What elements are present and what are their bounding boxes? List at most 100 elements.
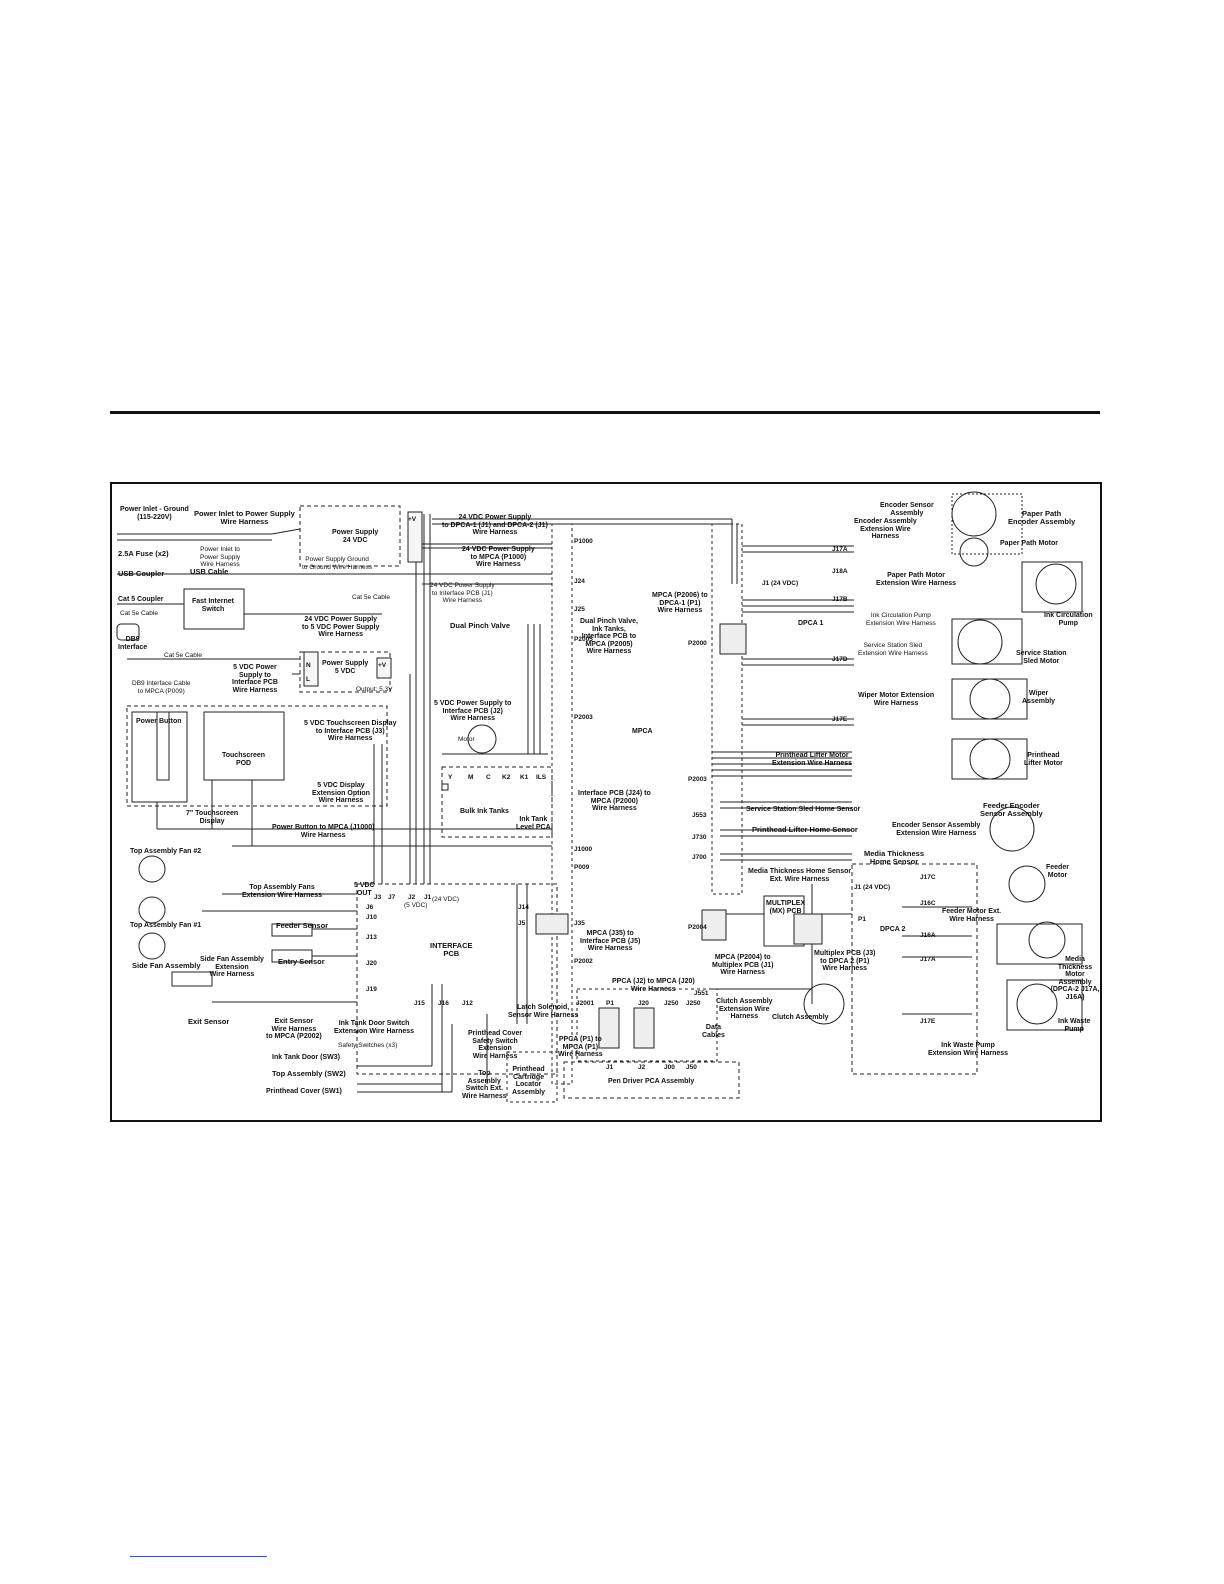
conn-j553: J553 <box>692 812 707 819</box>
label-iface-to-mpca: Interface PCB (J24) to MPCA (P2000) Wire… <box>578 790 651 812</box>
conn-j17d: J17D <box>832 656 848 663</box>
conn-j17b: J17B <box>832 596 848 603</box>
conn-j1: J1 <box>424 894 432 901</box>
label-top-fans-harness: Top Assembly Fans Extension Wire Harness <box>242 884 323 899</box>
touch-region <box>126 705 388 807</box>
label-multiplex-dpca2: Multiplex PCB (J3) to DPCA 2 (P1) Wire H… <box>814 950 876 972</box>
conn-j17c: J17C <box>920 874 936 881</box>
conn-tank-m: M <box>468 774 474 781</box>
label-service-sled-motor: Service Station Sled Motor <box>1016 650 1067 665</box>
interface-pcb-region <box>356 883 558 1075</box>
label-ps5-to-iface: 5 VDC Power Supply to Interface PCB Wire… <box>232 664 278 694</box>
label-exit-sensor-harness: Exit Sensor Wire Harness to MPCA (P2002) <box>266 1018 322 1040</box>
conn-j15: J15 <box>414 1000 425 1007</box>
label-dual-pinch-valve: Dual Pinch Valve <box>450 621 511 630</box>
label-pinch-harness: Dual Pinch Valve, Ink Tanks, Interface P… <box>580 618 638 655</box>
label-printhead-home-sensor: Printhead Lifter Home Sensor <box>752 825 858 834</box>
label-data-cables: Data Cables <box>702 1024 725 1039</box>
label-top-assembly-sw: Top Assembly (SW2) <box>272 1069 346 1078</box>
conn-j1-note: (24 VDC) <box>432 896 460 903</box>
conn-j1-dpca2: J1 (24 VDC) <box>854 884 891 891</box>
label-printhead-cartridge: Printhead Cartridge Locator Assembly <box>512 1066 546 1096</box>
conn-j3: J3 <box>374 894 382 901</box>
label-power-inlet-harness: Power Inlet to Power Supply Wire Harness <box>194 509 295 526</box>
label-display-ext: 5 VDC Display Extension Option Wire Harn… <box>312 782 370 804</box>
label-mpca-j35: MPCA (J35) to Interface PCB (J5) Wire Ha… <box>580 930 641 952</box>
cartridge-box <box>506 1051 558 1103</box>
conn-j6: J6 <box>366 904 374 911</box>
label-cat5e-cable-1: Cat 5e Cable <box>120 610 158 617</box>
conn-ps5-v: +V <box>378 662 387 669</box>
label-db9-cable: DB9 Interface Cable to MPCA (P009) <box>132 680 191 695</box>
label-mpca-to-dpca: MPCA (P2006) to DPCA-1 (P1) Wire Harness <box>652 592 708 614</box>
label-usb-coupler: USB Coupler <box>118 569 165 578</box>
label-ps24-to-5: 24 VDC Power Supply to 5 VDC Power Suppl… <box>302 616 380 638</box>
conn-j10: J10 <box>366 914 377 921</box>
label-top-switch-ext: Top Assembly Switch Ext. Wire Harness <box>462 1070 507 1100</box>
label-multiplex-pcb: MULTIPLEX (MX) PCB <box>766 900 806 915</box>
conn-j2-note: (5 VDC) <box>404 902 428 909</box>
conn-p1000: P1000 <box>574 538 593 545</box>
conn-p2004: P2004 <box>688 924 707 931</box>
diagram-lines <box>116 491 1083 1103</box>
ink-tank-box <box>441 766 553 838</box>
wiring-diagram: Power Inlet - Ground (115-220V) Power In… <box>110 482 1102 1122</box>
label-side-fan: Side Fan Assembly <box>132 961 201 970</box>
label-ink-waste-pump: Ink Waste Pump <box>1058 1018 1091 1033</box>
label-printhead-cover-safety: Printhead Cover Safety Switch Extension … <box>468 1030 523 1060</box>
conn-tank-k1: K1 <box>520 774 529 781</box>
label-ps5-to-iface-j2: 5 VDC Power Supply to Interface PCB (J2)… <box>434 700 512 722</box>
conn-tank-c: C <box>486 774 491 781</box>
conn-j250-b: J250 <box>686 1000 701 1007</box>
label-top-fan-2: Top Assembly Fan #2 <box>130 848 202 855</box>
conn-p2005: P2005 <box>574 636 593 643</box>
label-power-inlet-ground: Power Inlet - Ground (115-220V) <box>120 506 189 521</box>
label-ts-display-harness: 5 VDC Touchscreen Display to Interface P… <box>304 720 397 742</box>
label-encoder-sensor-asm: Encoder Sensor Assembly <box>880 502 934 517</box>
pen-driver-box <box>563 1061 740 1099</box>
label-pinch-motor: Motor <box>458 736 475 743</box>
conn-p009: P009 <box>574 864 590 871</box>
conn-ps5-n: N <box>306 662 311 669</box>
conn-ps24-v: +V <box>408 516 417 523</box>
label-ink-tank-door: Ink Tank Door (SW3) <box>272 1054 340 1061</box>
conn-j17a-2: J17A <box>920 956 936 963</box>
label-pp-motor-ext: Paper Path Motor Extension Wire Harness <box>876 572 957 587</box>
conn-j16c: J16C <box>920 900 936 907</box>
label-interface-pcb: INTERFACE PCB <box>430 941 473 958</box>
label-top-fan-1: Top Assembly Fan #1 <box>130 922 202 929</box>
conn-j700: J700 <box>692 854 707 861</box>
label-clutch-assembly: Clutch Assembly <box>772 1014 829 1021</box>
conn-j2: J2 <box>408 894 416 901</box>
label-pen-driver: Pen Driver PCA Assembly <box>608 1078 695 1085</box>
conn-p1-dpca2: P1 <box>858 916 866 923</box>
conn-j17e: J17E <box>832 716 848 723</box>
footer-link-line <box>130 1556 267 1557</box>
conn-ps5-l: L <box>306 676 310 683</box>
label-ink-tank-level: Ink Tank Level PCA <box>516 816 551 831</box>
conn-j2001: J2001 <box>576 1000 595 1007</box>
label-feeder-sensor: Feeder Sensor <box>276 921 329 930</box>
label-clutch-ext: Clutch Assembly Extension Wire Harness <box>716 998 773 1020</box>
conn-j25: J25 <box>574 606 585 613</box>
conn-j1000: J1000 <box>574 846 593 853</box>
label-db9-interface: DB9 Interface <box>118 636 148 651</box>
touchscreen-pod-box <box>203 711 285 781</box>
label-side-fan-ext: Side Fan Assembly Extension Wire Harness <box>200 956 264 978</box>
label-ink-tank-door-ext: Ink Tank Door Switch Extension Wire Harn… <box>334 1020 415 1035</box>
label-power-inlet-harness-2: Power Inlet to Power Supply Wire Harness <box>200 546 241 568</box>
conn-pd-j00: J00 <box>664 1064 675 1071</box>
conn-p2003-b: P2003 <box>688 776 707 783</box>
conn-j20b: J20 <box>638 1000 649 1007</box>
conn-tank-k2: K2 <box>502 774 511 781</box>
conn-j19: J19 <box>366 986 377 993</box>
conn-j5: J5 <box>518 920 526 927</box>
conn-j13: J13 <box>366 934 377 941</box>
conn-j12: J12 <box>462 1000 473 1007</box>
conn-j730: J730 <box>692 834 707 841</box>
label-encoder-ext: Encoder Assembly Extension Wire Harness <box>854 518 917 540</box>
label-dpca2: DPCA 2 <box>880 926 906 933</box>
label-service-home-sensor: Service Station Sled Home Sensor <box>746 806 861 813</box>
label-media-thickness-motor: Media Thickness Motor Assembly (DPCA-2 J… <box>1050 956 1100 1001</box>
label-entry-sensor: Entry Sensor <box>278 957 325 966</box>
